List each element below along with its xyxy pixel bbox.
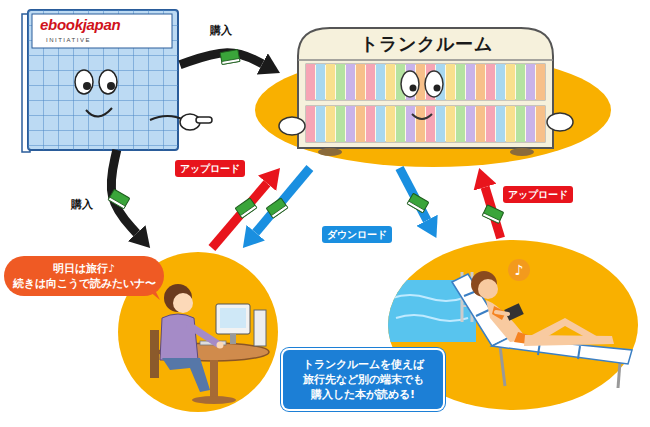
book-icon: [240, 205, 256, 218]
book-icon: [266, 198, 288, 218]
pool-scene: [392, 295, 464, 301]
book-icon: [220, 50, 240, 65]
book-icon: [108, 197, 125, 209]
sunbather: [452, 274, 508, 346]
book-icon: [222, 58, 240, 64]
music-note: ♪: [508, 259, 530, 281]
sunbather: [452, 271, 632, 388]
trunk-room-shelf: [306, 64, 545, 100]
sunbather: [478, 279, 498, 299]
trunk-room-shelf: [401, 71, 419, 97]
edge-label: 購入: [66, 196, 98, 213]
sunbather: [496, 312, 508, 314]
sunbather: [578, 346, 580, 359]
trunk-room-shelf: [306, 106, 545, 142]
reader-figure: [160, 284, 224, 392]
book-icon: [407, 193, 429, 212]
trunk-room-shelf: [412, 114, 432, 119]
flow-arrow: [256, 168, 310, 233]
trunk-room-shelf: [298, 28, 553, 148]
trunk-room-shelf: [279, 28, 573, 156]
book-icon: [407, 193, 429, 212]
store-logo: ebookjapan: [40, 16, 120, 33]
book-icon: [482, 213, 500, 223]
node-title: トランクルーム: [360, 33, 493, 55]
logo-tagline: INITIATIVE: [46, 37, 91, 44]
reader-figure: [160, 314, 198, 360]
book-icon: [266, 198, 288, 218]
edge-label: アップロード: [503, 186, 573, 203]
trunk-room-shelf: [298, 59, 553, 61]
book-icon: [271, 205, 287, 218]
reader-figure: [164, 284, 192, 312]
flow-arrow: [212, 183, 267, 248]
reader-at-desk: [216, 304, 250, 334]
trunk-room-shelf: [306, 106, 545, 142]
ebook-character: [22, 10, 212, 152]
edge-label: アップロード: [175, 160, 245, 177]
ebook-character: [99, 70, 117, 94]
book-icon: [482, 205, 503, 223]
book-icon: [108, 189, 130, 208]
ebook-character: [107, 82, 115, 90]
ebook-character: [150, 116, 184, 120]
reader-figure: [190, 326, 218, 344]
flow-label: ダウンロード: [322, 226, 392, 243]
caption-text: トランクルームを使えば 旅行先など別の端末でも 購入した本が読める!: [292, 357, 434, 402]
trunk-room-shelf: [425, 71, 443, 97]
trunk-room-shelf: [410, 85, 417, 92]
ebook-character: [83, 82, 91, 90]
pool-scene: [396, 315, 468, 321]
book-icon: [220, 50, 240, 65]
ebook-character: [86, 108, 112, 117]
book-icon: [407, 201, 424, 213]
book-icon: [235, 198, 257, 218]
ebook-store-node: ebookjapanINITIATIVE: [22, 8, 180, 150]
sunbather: [500, 346, 505, 386]
reader-scene-node: 明日は旅行♪ 続きは向こうで読みたいナ〜: [4, 248, 285, 414]
sunbather: [618, 362, 620, 388]
speech-bubble: 明日は旅行♪ 続きは向こうで読みたいナ〜: [4, 256, 164, 296]
ebook-character: [75, 70, 93, 94]
sunbather: [530, 318, 600, 344]
trunk-room-shelf: [434, 85, 441, 92]
trunk-room-shelf: [318, 148, 342, 156]
background-blob: [118, 53, 638, 412]
reader-at-desk: [138, 280, 269, 404]
caption-box: トランクルームを使えば 旅行先など別の端末でも 購入した本が読める!: [283, 350, 443, 409]
background-blob: [255, 53, 611, 167]
book-icon: [482, 205, 503, 223]
reader-figure: [162, 358, 210, 392]
reader-at-desk: [254, 310, 266, 346]
ebook-character: [196, 117, 212, 123]
trunk-room-node: トランクルーム: [280, 22, 612, 168]
trunk-room-shelf: [279, 117, 305, 135]
trunk-room-shelf: [510, 148, 534, 156]
reader-at-desk: [150, 330, 159, 378]
trunk-room-shelf: [547, 113, 573, 131]
trunk-room-shelf: [306, 64, 545, 100]
reader-at-desk: [220, 308, 246, 328]
reader-figure: [173, 293, 193, 313]
reader-at-desk: [230, 334, 236, 344]
reader-at-desk: [210, 360, 218, 400]
edge-label: 購入: [205, 22, 237, 39]
reader-at-desk: [192, 396, 236, 404]
ebook-character: [32, 14, 172, 48]
book-icon: [235, 198, 257, 218]
ebook-character: [28, 10, 178, 150]
reader-figure: [217, 342, 224, 349]
ebook-character: [28, 10, 178, 150]
book-icon: [108, 189, 130, 208]
